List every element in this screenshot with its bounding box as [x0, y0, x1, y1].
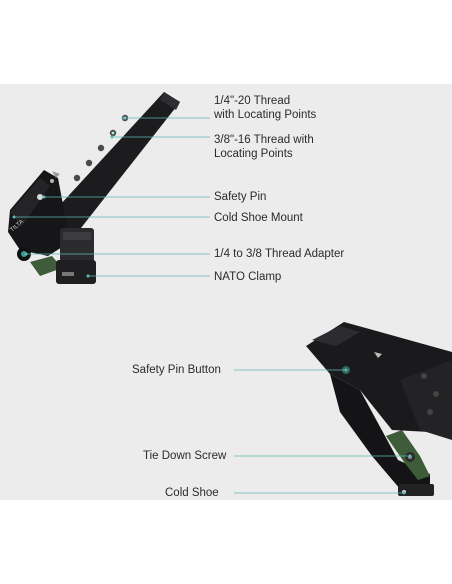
top-handle-illustration	[8, 92, 180, 284]
callout-line: Cold Shoe	[165, 487, 219, 499]
callout-cold-shoe-mount: Cold Shoe Mount	[214, 211, 303, 225]
callout-line: 1/4"-20 Thread	[214, 95, 291, 107]
callout-nato-clamp: NATO Clamp	[214, 270, 281, 284]
callout-tie-down-screw: Tie Down Screw	[143, 449, 226, 463]
callout-line: with Locating Points	[214, 109, 317, 121]
callout-line: 3/8"-16 Thread with	[214, 134, 314, 146]
callout-line: Safety Pin Button	[132, 364, 221, 376]
callout-three-eighths-thread: 3/8"-16 Thread with Locating Points	[214, 133, 314, 161]
callout-line: Safety Pin	[214, 191, 267, 203]
callout-line: NATO Clamp	[214, 271, 282, 283]
leader-dots	[12, 116, 412, 495]
callout-cold-shoe: Cold Shoe	[165, 486, 219, 500]
callout-line: Locating Points	[214, 148, 293, 160]
callout-line: Tie Down Screw	[143, 450, 227, 462]
handle-closeup-illustration	[306, 322, 452, 496]
callout-line: 1/4 to 3/8 Thread Adapter	[214, 248, 345, 260]
callout-safety-pin-button: Safety Pin Button	[132, 363, 221, 377]
leader-lines	[14, 117, 410, 494]
callout-safety-pin: Safety Pin	[214, 190, 266, 204]
callout-quarter-thread: 1/4"-20 Thread with Locating Points	[214, 94, 316, 122]
callout-line: Cold Shoe Mount	[214, 212, 303, 224]
callout-thread-adapter: 1/4 to 3/8 Thread Adapter	[214, 247, 344, 261]
